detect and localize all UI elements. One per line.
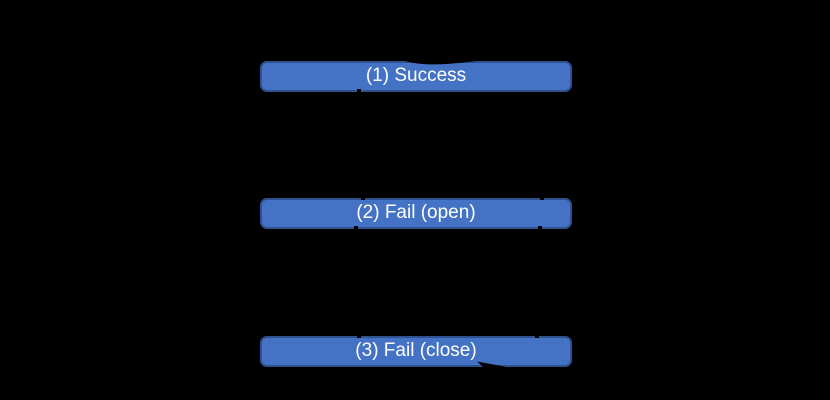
flow-box-fail-close: (3) Fail (close) (260, 336, 572, 367)
flow-box-success-label: (1) Success (365, 65, 467, 86)
flow-box-fail-open-label: (2) Fail (open) (356, 202, 476, 223)
flow-box-success: (1) Success (260, 61, 572, 92)
flow-box-fail-close-label: (3) Fail (close) (355, 340, 477, 361)
connector-tick-artifact (529, 58, 532, 60)
flow-box-fail-open: (2) Fail (open) (260, 198, 572, 229)
